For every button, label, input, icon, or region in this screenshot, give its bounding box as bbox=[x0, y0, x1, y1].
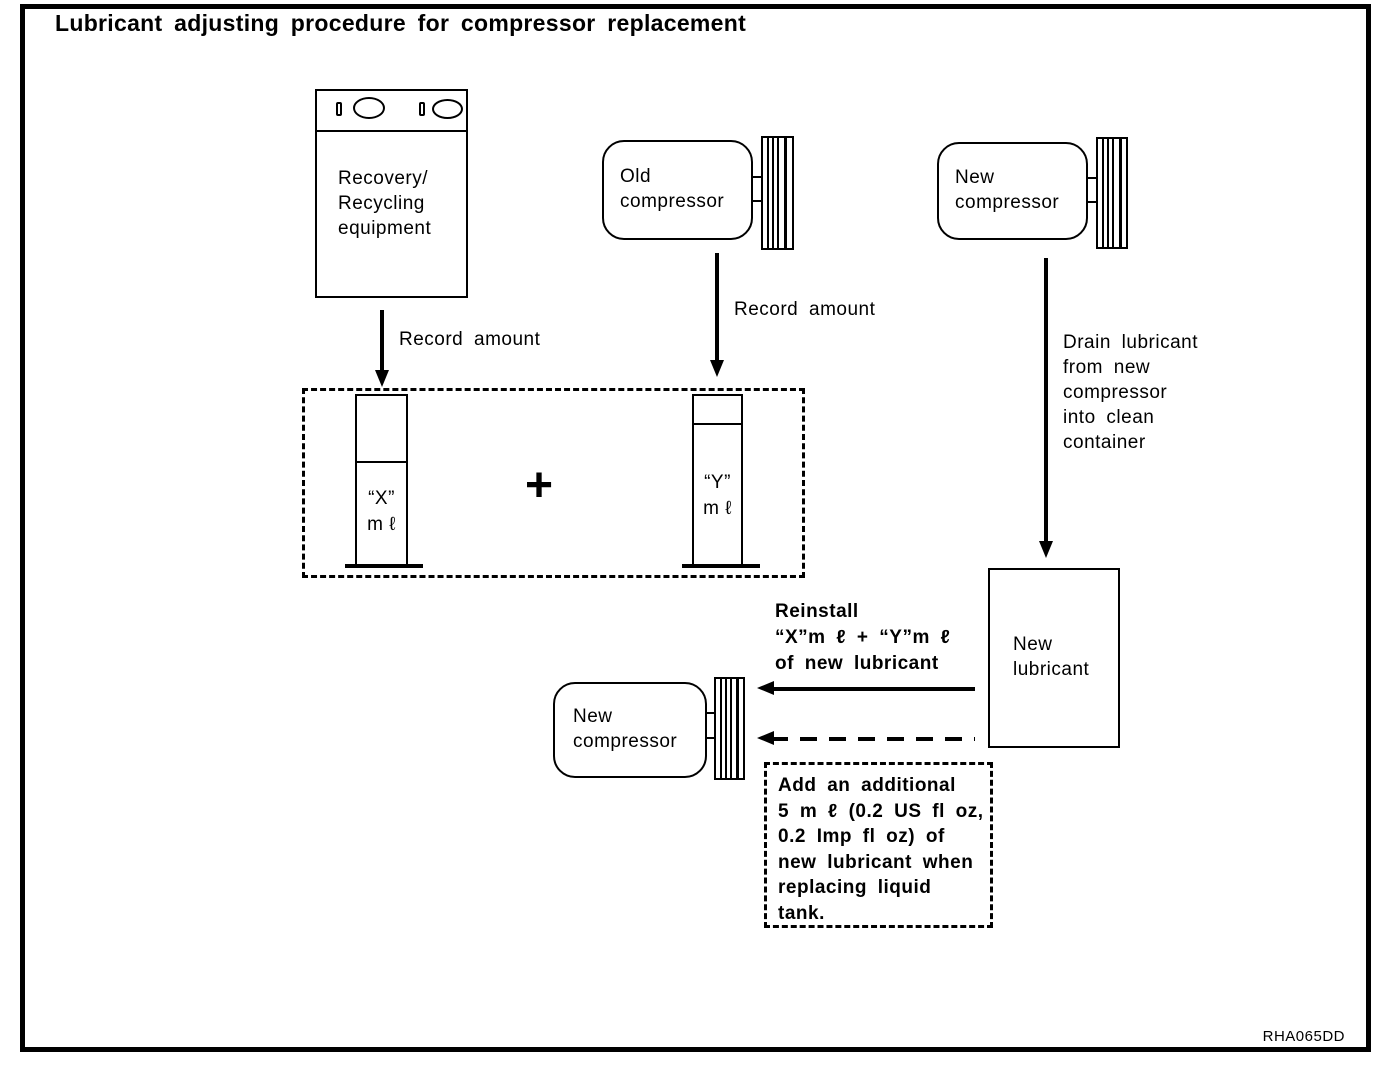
gauge-dial-icon bbox=[353, 97, 385, 119]
arrow-shaft bbox=[715, 253, 719, 361]
arrowhead-left-icon bbox=[757, 681, 774, 696]
recovery-equipment-top-panel bbox=[317, 91, 466, 132]
pulley-groove bbox=[767, 138, 769, 248]
new-lubricant-node: New lubricant bbox=[988, 568, 1120, 748]
pulley-icon bbox=[1096, 137, 1128, 249]
pulley-groove bbox=[1107, 139, 1109, 247]
pulley-groove bbox=[777, 138, 779, 248]
pulley-icon bbox=[714, 677, 745, 780]
record-amount-label-recovery: Record amount bbox=[399, 329, 541, 350]
drain-lubricant-note: Drain lubricant from new compressor into… bbox=[1063, 332, 1198, 453]
arrowhead-down-icon bbox=[1038, 541, 1053, 558]
recovery-equipment-node: Recovery/ Recycling equipment bbox=[315, 89, 468, 298]
shaft-connector bbox=[1087, 177, 1097, 203]
arrow-shaft bbox=[380, 310, 384, 371]
pulley-groove bbox=[1102, 139, 1104, 247]
measuring-cylinder-x bbox=[355, 394, 408, 567]
gauge-dial-icon bbox=[432, 99, 463, 119]
additional-note-text: Add an additional 5 m ℓ (0.2 US fl oz, 0… bbox=[778, 775, 984, 924]
pulley-groove bbox=[1119, 139, 1122, 247]
arrowhead-left-icon bbox=[757, 731, 774, 746]
new-compressor-top-label: New compressor bbox=[955, 167, 1060, 213]
pulley-groove bbox=[730, 679, 732, 778]
new-compressor-bottom-node: New compressor bbox=[553, 682, 707, 778]
recovery-equipment-label: Recovery/ Recycling equipment bbox=[338, 168, 432, 239]
diagram-title: Lubricant adjusting procedure for compre… bbox=[55, 10, 747, 36]
new-compressor-bottom-label: New compressor bbox=[573, 706, 678, 752]
cylinder-base bbox=[682, 564, 760, 568]
arrowhead-down-icon bbox=[374, 370, 389, 387]
record-amount-label-old: Record amount bbox=[734, 299, 876, 320]
cylinder-base bbox=[345, 564, 423, 568]
indicator-bar-icon bbox=[419, 102, 425, 116]
reinstall-note: Reinstall “X”m ℓ + “Y”m ℓ of new lubrica… bbox=[775, 601, 951, 674]
arrow-shaft-dashed bbox=[771, 737, 975, 741]
pulley-icon bbox=[761, 136, 794, 250]
shaft-connector bbox=[706, 712, 716, 739]
pulley-groove bbox=[784, 138, 787, 248]
old-compressor-node: Old compressor bbox=[602, 140, 753, 240]
pulley-groove bbox=[720, 679, 722, 778]
arrow-shaft bbox=[1044, 258, 1048, 542]
figure-code: RHA065DD bbox=[1262, 1028, 1345, 1045]
shaft-connector bbox=[752, 176, 762, 202]
pulley-groove bbox=[736, 679, 739, 778]
measure-group-box bbox=[302, 388, 805, 578]
cylinder-x-label: “X” m ℓ bbox=[367, 488, 396, 535]
old-compressor-label: Old compressor bbox=[620, 166, 725, 212]
indicator-bar-icon bbox=[336, 102, 342, 116]
cylinder-y-label: “Y” m ℓ bbox=[703, 472, 732, 519]
pulley-groove bbox=[1112, 139, 1114, 247]
measuring-cylinder-y bbox=[692, 394, 743, 567]
plus-sign: + bbox=[525, 459, 554, 512]
arrowhead-down-icon bbox=[709, 360, 724, 377]
pulley-groove bbox=[772, 138, 774, 248]
oil-level-line bbox=[694, 423, 741, 425]
new-lubricant-label: New lubricant bbox=[1013, 634, 1090, 680]
arrow-shaft bbox=[771, 687, 975, 691]
additional-note-box: Add an additional 5 m ℓ (0.2 US fl oz, 0… bbox=[764, 762, 993, 928]
oil-level-line bbox=[357, 461, 406, 463]
pulley-groove bbox=[725, 679, 727, 778]
new-compressor-top-node: New compressor bbox=[937, 142, 1088, 240]
